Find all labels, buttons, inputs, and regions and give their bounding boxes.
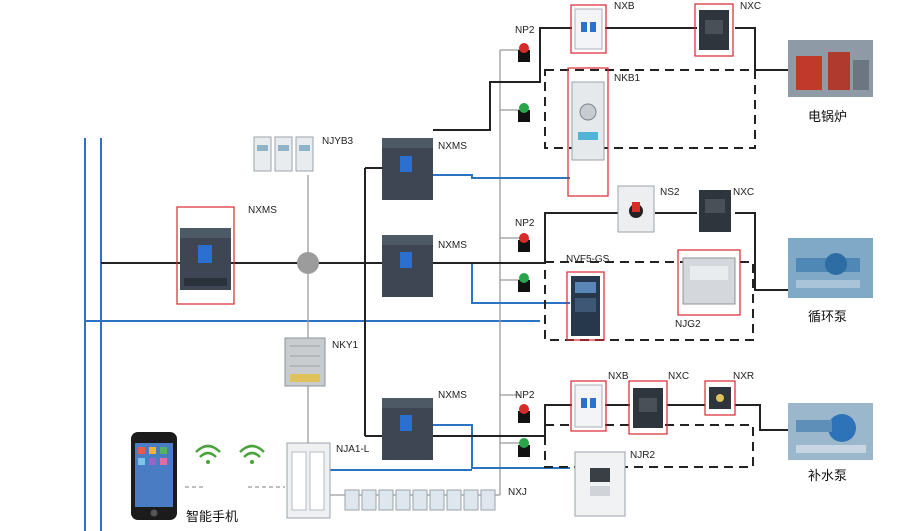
nja1l-module-icon xyxy=(286,442,331,519)
pump-control-group xyxy=(544,261,754,341)
nxc-3-label: NXC xyxy=(668,371,689,382)
nxms-3-label: NXMS xyxy=(438,390,467,401)
ssr-njg2 xyxy=(677,249,741,316)
nvf5-label: NVF5-GS xyxy=(566,254,610,265)
mcb-nxb-2 xyxy=(570,380,607,432)
nxc-1-label: NXC xyxy=(740,1,761,12)
switch-ns2 xyxy=(617,185,655,233)
push-button-green-icon xyxy=(518,273,530,292)
boiler-image xyxy=(788,40,873,97)
main-breaker-label: NXMS xyxy=(248,205,277,216)
nxr-label: NXR xyxy=(733,371,754,382)
nja1l-label: NJA1-L xyxy=(336,444,370,455)
njg2-label: NJG2 xyxy=(675,319,701,330)
vfd-nvf5-gs xyxy=(566,271,605,341)
smartphone-label: 智能手机 xyxy=(186,510,238,525)
contactor-nxc-3 xyxy=(628,380,668,435)
np2-3-label: NP2 xyxy=(515,390,535,401)
nxb-1-label: NXB xyxy=(614,1,635,12)
contactor-nxc-1 xyxy=(694,3,734,57)
power-supply-icon xyxy=(284,337,326,387)
push-button-green-icon xyxy=(518,103,530,122)
push-button-green-icon xyxy=(518,438,530,457)
nxj-label: NXJ xyxy=(508,487,527,498)
circulation-pump-label: 循环泵 xyxy=(808,310,847,325)
nxms-2-label: NXMS xyxy=(438,240,467,251)
nxms-1-label: NXMS xyxy=(438,141,467,152)
np2-1-label: NP2 xyxy=(515,25,535,36)
smartphone-icon xyxy=(131,432,177,520)
feeder-breaker-2 xyxy=(382,235,433,297)
boiler-control-group xyxy=(544,69,756,149)
feed-pump-label: 补水泵 xyxy=(808,469,847,484)
push-button-red-icon xyxy=(518,404,530,423)
nkb1-label: NKB1 xyxy=(614,73,641,84)
junction-node xyxy=(297,252,319,274)
circulation-pump-image xyxy=(788,238,873,298)
boiler-label: 电锅炉 xyxy=(808,109,847,125)
nky1-label: NKY1 xyxy=(332,340,359,351)
njyb3-label: NJYB3 xyxy=(322,136,354,147)
motor-starter-nkb1 xyxy=(567,67,609,197)
wifi-icon xyxy=(239,444,265,464)
np2-2-label: NP2 xyxy=(515,218,535,229)
mcb-nxb-1 xyxy=(570,4,607,54)
feeder-breaker-3 xyxy=(382,398,433,460)
nxb-2-label: NXB xyxy=(608,371,629,382)
soft-starter-njr2 xyxy=(574,451,626,517)
main-breaker xyxy=(176,206,235,305)
wifi-icon xyxy=(195,444,221,464)
relay-row-icon xyxy=(344,489,496,511)
ns2-label: NS2 xyxy=(660,187,680,198)
contactor-nxc-2 xyxy=(699,190,731,232)
thermal-relay-nxr xyxy=(704,380,736,416)
njr2-label: NJR2 xyxy=(630,450,655,461)
nxc-2-label: NXC xyxy=(733,187,754,198)
feed-control-group xyxy=(544,424,754,468)
feeder-breaker-1 xyxy=(382,138,433,200)
feed-pump-image xyxy=(788,403,873,460)
meter-group-icon xyxy=(253,136,314,172)
push-button-red-icon xyxy=(518,233,530,252)
push-button-red-icon xyxy=(518,43,530,62)
